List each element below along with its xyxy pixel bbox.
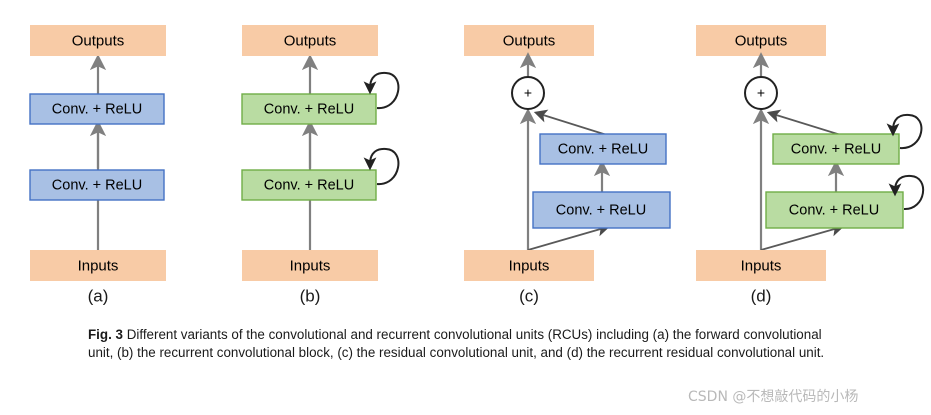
- panel-b-outputs-label: Outputs: [284, 32, 337, 49]
- panel-c-sum-node: [511, 76, 545, 110]
- panel-d-caption-label: (d): [751, 286, 772, 305]
- panel-b-inputs-box: [242, 250, 378, 281]
- panel-d-inputs-box: [696, 250, 826, 281]
- panel-d-conv-box-bottom: [765, 191, 904, 229]
- figure-diagram-area: Outputs Conv. + ReLU Conv. + ReLU Inputs…: [29, 25, 925, 305]
- panel-b: Outputs Conv. + ReLU Conv. + ReLU Inputs…: [241, 25, 400, 305]
- panel-c: Outputs + Conv. + ReLU Conv. + ReLU Inpu…: [464, 25, 671, 305]
- panel-d-inputs-label: Inputs: [741, 257, 782, 274]
- panel-c-arrow-input-to-conv1: [527, 223, 611, 251]
- panel-a-inputs-label: Inputs: [78, 257, 119, 274]
- panel-b-outputs-box: [242, 25, 378, 56]
- panel-a-outputs-box: [30, 25, 166, 56]
- panel-d-sum-symbol: +: [757, 85, 765, 101]
- panel-c-arrow-conv2-to-sum: [533, 109, 611, 137]
- panel-d-arrow-conv2-to-sum: [766, 109, 845, 137]
- panel-b-recurrent-loop-bottom: [363, 147, 400, 186]
- panel-d-recurrent-loop-top: [886, 113, 923, 150]
- panel-d-recurrent-loop-bottom: [888, 174, 925, 211]
- panel-c-conv-label-bottom: Conv. + ReLU: [556, 202, 646, 218]
- panel-d-outputs-label: Outputs: [735, 32, 788, 49]
- figure-caption-text: Different variants of the convolutional …: [88, 327, 825, 360]
- panel-c-conv-label-top: Conv. + ReLU: [558, 141, 648, 157]
- csdn-watermark: CSDN @不想敲代码的小杨: [688, 389, 859, 405]
- panel-c-inputs-box: [464, 250, 594, 281]
- panel-b-recurrent-loop-top: [363, 71, 400, 110]
- panel-c-caption-label: (c): [519, 286, 539, 305]
- panel-d-outputs-box: [696, 25, 826, 56]
- panel-a-conv-box-bottom: [29, 169, 165, 201]
- panel-a-conv-box-top: [29, 93, 165, 125]
- panel-d: Outputs + Conv. + ReLU Conv. + ReLU Inpu…: [696, 25, 925, 305]
- panel-c-inputs-label: Inputs: [509, 257, 550, 274]
- panel-a-outputs-label: Outputs: [72, 32, 125, 49]
- panel-d-conv-label-top: Conv. + ReLU: [791, 141, 881, 157]
- panel-d-arrow-input-to-conv1: [760, 223, 845, 251]
- panel-b-conv-label-top: Conv. + ReLU: [264, 101, 354, 117]
- panel-b-conv-box-top: [241, 93, 377, 125]
- panel-c-sum-symbol: +: [524, 85, 532, 101]
- panel-b-conv-label-bottom: Conv. + ReLU: [264, 177, 354, 193]
- panel-c-outputs-label: Outputs: [503, 32, 556, 49]
- panel-a-conv-label-bottom: Conv. + ReLU: [52, 177, 142, 193]
- panel-a-caption-label: (a): [88, 286, 109, 305]
- panel-c-conv-box-top: [539, 133, 667, 165]
- panel-b-caption-label: (b): [300, 286, 321, 305]
- panel-a: Outputs Conv. + ReLU Conv. + ReLU Inputs…: [29, 25, 166, 305]
- panel-c-conv-box-bottom: [532, 191, 671, 229]
- panel-c-outputs-box: [464, 25, 594, 56]
- panel-a-inputs-box: [30, 250, 166, 281]
- figure-caption: Fig. 3 Different variants of the convolu…: [88, 326, 848, 361]
- figure-caption-label: Fig. 3: [88, 327, 123, 342]
- panel-b-conv-box-bottom: [241, 169, 377, 201]
- panel-d-sum-node: [744, 76, 778, 110]
- figure-svg: Outputs Conv. + ReLU Conv. + ReLU Inputs…: [29, 25, 925, 305]
- panel-d-conv-box-top: [772, 133, 900, 165]
- panel-d-conv-label-bottom: Conv. + ReLU: [789, 202, 879, 218]
- panel-a-conv-label-top: Conv. + ReLU: [52, 101, 142, 117]
- panel-b-inputs-label: Inputs: [290, 257, 331, 274]
